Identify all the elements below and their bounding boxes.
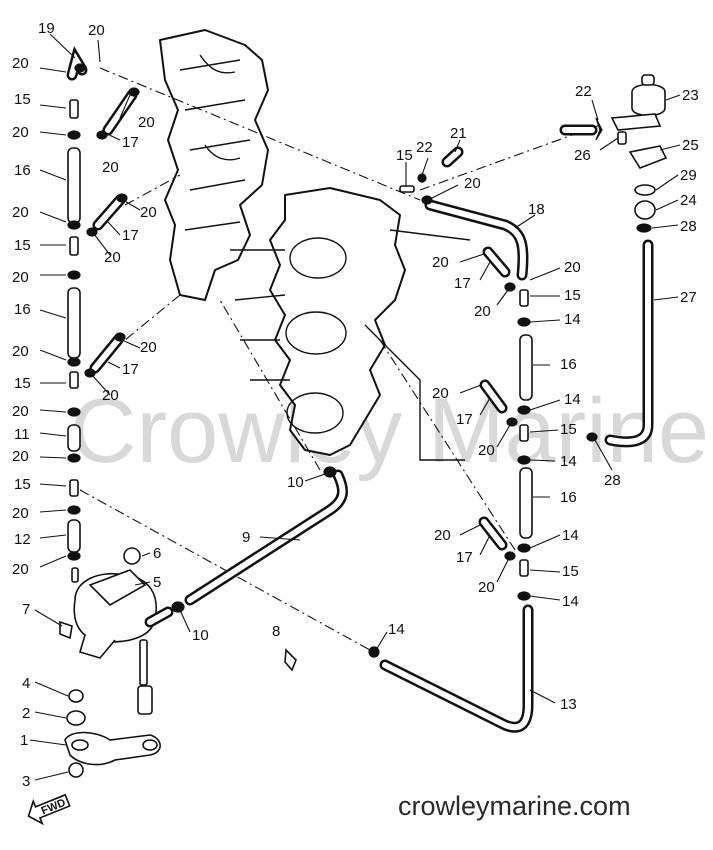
- callout-20: 20: [564, 259, 581, 276]
- callout-1: 1: [20, 732, 28, 749]
- callout-28: 28: [604, 472, 621, 489]
- callout-15: 15: [14, 375, 31, 392]
- callout-29: 29: [680, 167, 697, 184]
- callout-20: 20: [12, 269, 29, 286]
- callout-11: 11: [14, 426, 30, 443]
- callout-14: 14: [562, 527, 579, 544]
- website-url: crowleymarine.com: [398, 791, 631, 821]
- callout-20: 20: [140, 204, 157, 221]
- callout-20: 20: [12, 561, 29, 578]
- callout-16: 16: [560, 489, 577, 506]
- callout-15: 15: [14, 237, 31, 254]
- callout-8: 8: [272, 623, 280, 640]
- callout-20: 20: [434, 527, 451, 544]
- callout-17: 17: [456, 549, 473, 566]
- callout-14: 14: [560, 453, 577, 470]
- callout-20: 20: [478, 442, 495, 459]
- callout-15: 15: [564, 287, 581, 304]
- callout-10: 10: [192, 627, 209, 644]
- callout-20: 20: [140, 339, 157, 356]
- callout-20: 20: [12, 124, 29, 141]
- right-fuel-line-stack: [399, 146, 533, 601]
- callout-18: 18: [528, 201, 545, 218]
- engine-carburetor-assembly: [159, 29, 471, 461]
- left-fuel-line-stack: [66, 46, 88, 583]
- callout-15: 15: [396, 147, 413, 164]
- reference-lines: [79, 67, 601, 651]
- callout-12: 12: [14, 531, 31, 548]
- callout-2: 2: [22, 705, 30, 722]
- callout-17: 17: [122, 134, 139, 151]
- callout-26: 26: [574, 147, 591, 164]
- callout-4: 4: [22, 675, 30, 692]
- callout-20: 20: [104, 249, 121, 266]
- callout-9: 9: [242, 529, 250, 546]
- callout-27: 27: [680, 289, 697, 306]
- callout-20: 20: [12, 403, 29, 420]
- callout-15: 15: [14, 476, 31, 493]
- fwd-label: FWD: [40, 797, 68, 818]
- callout-7: 7: [22, 601, 30, 618]
- callout-25: 25: [682, 137, 699, 154]
- callout-20: 20: [12, 343, 29, 360]
- leader-lines: [29, 33, 681, 781]
- callout-22: 22: [575, 83, 592, 100]
- callout-28: 28: [680, 218, 697, 235]
- callout-21: 21: [450, 125, 467, 142]
- callout-20: 20: [102, 159, 119, 176]
- callout-15: 15: [562, 563, 579, 580]
- callout-14: 14: [564, 311, 581, 328]
- main-fuel-hoses: [171, 466, 534, 733]
- callout-10: 10: [287, 474, 304, 491]
- callout-20: 20: [12, 204, 29, 221]
- callout-20: 20: [12, 505, 29, 522]
- callout-20: 20: [464, 175, 481, 192]
- mounting-bracket: [64, 689, 161, 778]
- callout-20: 20: [12, 448, 29, 465]
- callout-17: 17: [456, 411, 473, 428]
- callout-6: 6: [153, 545, 161, 562]
- callout-20: 20: [102, 387, 119, 404]
- callout-14: 14: [562, 593, 579, 610]
- callout-20: 20: [12, 55, 29, 72]
- callout-20: 20: [478, 579, 495, 596]
- callout-5: 5: [153, 574, 161, 591]
- callout-labels: 19 20 20 15 20 16 20 15 20 16 20 15 20 1…: [12, 20, 699, 790]
- callout-16: 16: [14, 162, 31, 179]
- fuel-filter-assembly: [559, 74, 668, 448]
- callout-14: 14: [564, 391, 581, 408]
- callout-23: 23: [682, 87, 699, 104]
- callout-17: 17: [122, 361, 139, 378]
- callout-20: 20: [474, 303, 491, 320]
- callout-16: 16: [14, 301, 31, 318]
- watermark: Crowley Marine: [70, 380, 709, 482]
- callout-19: 19: [38, 20, 55, 37]
- callout-24: 24: [680, 192, 697, 209]
- callout-15: 15: [560, 421, 577, 438]
- callout-17: 17: [454, 275, 471, 292]
- callout-17: 17: [122, 227, 139, 244]
- callout-20: 20: [138, 114, 155, 131]
- callout-14: 14: [388, 621, 405, 638]
- callout-3: 3: [22, 773, 30, 790]
- callout-20: 20: [432, 254, 449, 271]
- callout-13: 13: [560, 696, 577, 713]
- primer-hoses-left: [84, 87, 140, 378]
- callout-22: 22: [416, 139, 433, 156]
- fuel-pump-assembly: [59, 547, 174, 715]
- callout-20: 20: [432, 385, 449, 402]
- forward-direction-badge: FWD: [27, 793, 71, 826]
- callout-15: 15: [14, 91, 31, 108]
- callout-16: 16: [560, 356, 577, 373]
- callout-20: 20: [88, 22, 105, 39]
